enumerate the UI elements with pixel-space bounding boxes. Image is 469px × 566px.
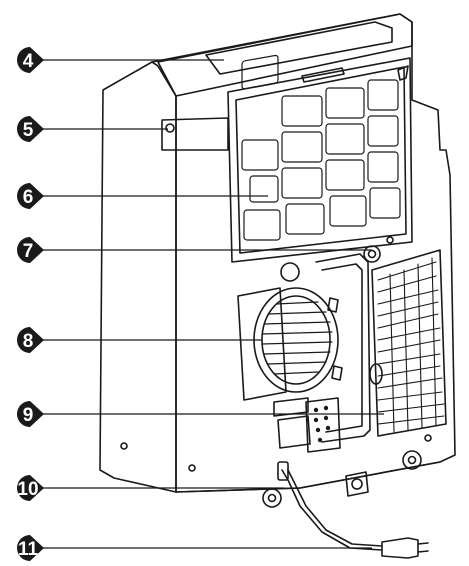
callout-badge-shape	[17, 535, 44, 561]
callout-badge-10: 10	[17, 475, 44, 501]
upper-filter-grid	[241, 54, 401, 241]
callout-badge-7: 7	[17, 237, 44, 263]
callout-number: 9	[23, 405, 34, 426]
side-handle	[161, 117, 229, 151]
callout-badge-6: 6	[17, 183, 44, 209]
caster-wheel-right	[402, 450, 422, 470]
lower-condenser-grille	[371, 249, 447, 437]
top-panel	[205, 21, 393, 75]
callout-badge-shape	[17, 327, 44, 353]
callout-number: 6	[23, 187, 34, 208]
callout-number: 5	[23, 120, 34, 141]
power-panel	[305, 397, 341, 453]
unit-side-panel	[99, 61, 177, 493]
callout-badge-11: 11	[17, 535, 44, 561]
callout-badge-4: 4	[17, 47, 44, 73]
callout-badge-8: 8	[17, 327, 44, 353]
callout-badge-shape	[17, 475, 44, 501]
callout-number: 7	[23, 241, 34, 262]
callout-badge-shape	[17, 116, 44, 142]
callout-badge-shape	[16, 401, 44, 428]
top-cover	[151, 13, 413, 97]
callout-badge-5: 5	[17, 116, 44, 142]
callout-badge-shape	[17, 47, 44, 73]
callout-badge-shape	[17, 183, 44, 209]
callout-badge-shape	[17, 237, 44, 263]
callout-number: 10	[17, 479, 38, 500]
upper-air-filter-frame	[227, 57, 413, 263]
caster-wheel-left	[262, 488, 282, 508]
callout-badge-9: 9	[16, 401, 44, 428]
callout-number: 4	[23, 51, 34, 72]
power-plug	[381, 537, 419, 559]
exhaust-frame	[237, 287, 287, 401]
drain-outlet	[363, 245, 381, 263]
exhaust-grille	[261, 301, 333, 375]
callout-number: 8	[23, 331, 34, 352]
callout-number: 11	[18, 539, 39, 560]
